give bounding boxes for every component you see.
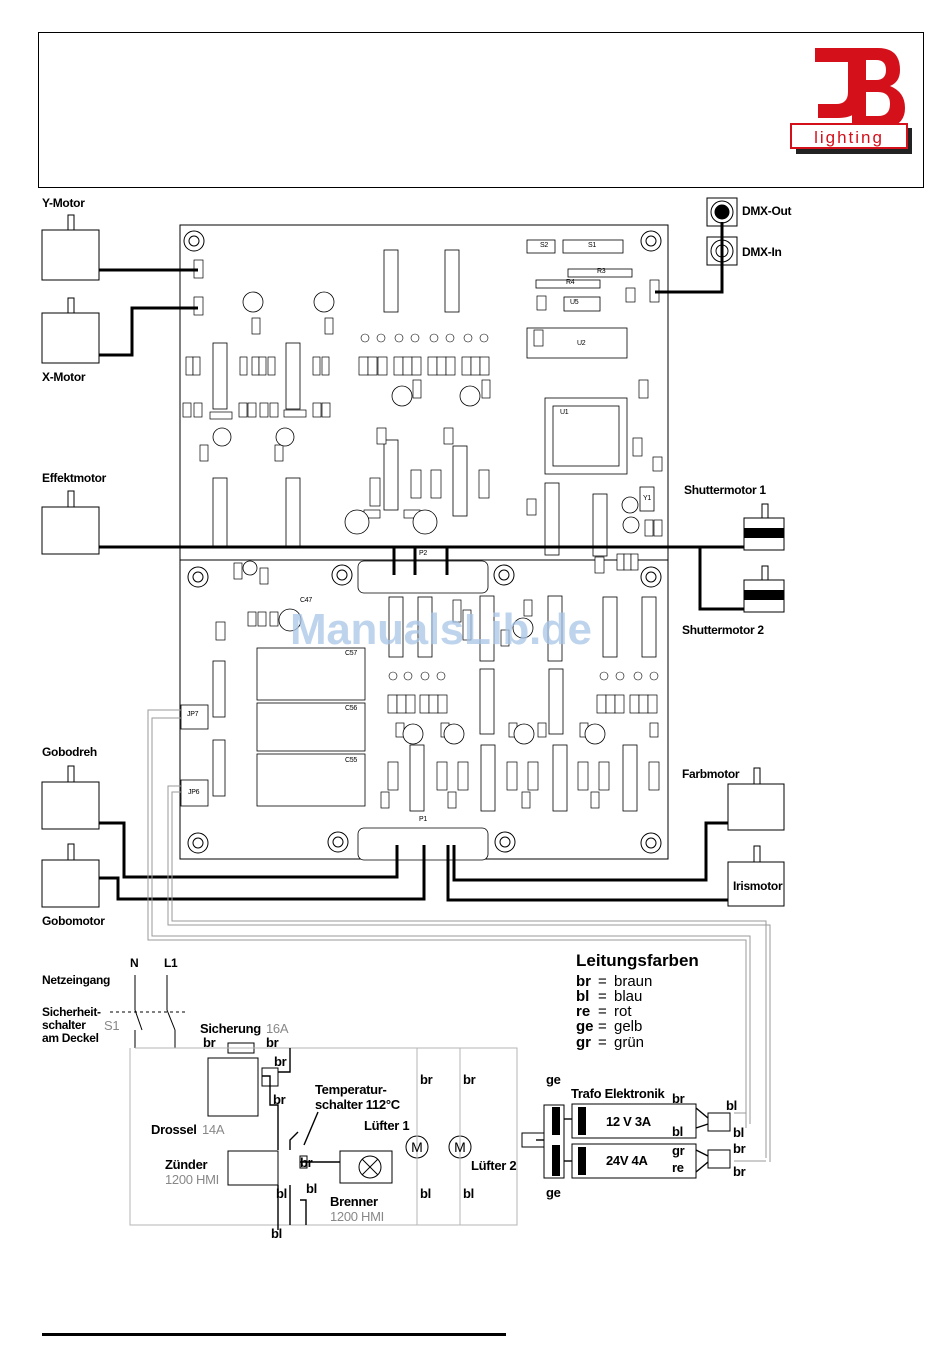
jp6-label: JP6 <box>188 789 200 796</box>
u1-label: U1 <box>560 409 569 416</box>
sicherheit-label-3: am Deckel <box>42 1031 99 1045</box>
u3-label: U5 <box>570 299 579 306</box>
l1-label: L1 <box>164 956 178 970</box>
wire-br-8: br <box>672 1091 685 1106</box>
footer-rule <box>42 1333 506 1336</box>
jb-logo <box>790 48 912 154</box>
sicherheit-label-1: Sicherheit- <box>42 1005 101 1019</box>
legend-row: br=braun <box>576 973 653 990</box>
netzeingang-label: Netzeingang <box>42 973 111 987</box>
wire-bl-5: bl <box>271 1226 282 1241</box>
brenner-value: 1200 HMI <box>330 1209 384 1224</box>
motor-wiring <box>99 222 744 902</box>
temperatur-label-2: schalter 112°C <box>315 1097 400 1112</box>
shuttermotor-2-label: Shuttermotor 2 <box>682 623 764 637</box>
p1-label: P1 <box>419 816 427 823</box>
wire-bl-8: bl <box>733 1125 744 1140</box>
c55-label: C55 <box>345 757 357 764</box>
wire-bl-4: bl <box>306 1181 317 1196</box>
small-components <box>182 259 663 809</box>
fan-symbols: M M <box>411 1139 466 1155</box>
c47-label: C47 <box>300 597 312 604</box>
dmx-out-label: DMX-Out <box>742 204 792 218</box>
svg-text:M: M <box>411 1139 423 1155</box>
sicherung-value: 16A <box>266 1021 289 1036</box>
r4-label: R4 <box>566 279 575 286</box>
power-wiring-grey <box>129 1047 518 1226</box>
power-wiring-black <box>262 1048 709 1230</box>
x-motor-label: X-Motor <box>42 370 86 384</box>
sicherheit-label-2: schalter <box>42 1018 86 1032</box>
brenner-label: Brenner <box>330 1194 378 1209</box>
wire-bl-7: bl <box>726 1098 737 1113</box>
n-label: N <box>130 956 139 970</box>
y-motor-label: Y-Motor <box>42 196 85 210</box>
grey-wiring <box>147 709 771 1162</box>
wire-br-10: br <box>733 1164 746 1179</box>
irismotor-label: Irismotor <box>733 879 783 893</box>
wire-br-1: br <box>203 1035 216 1050</box>
capacitors <box>212 291 640 745</box>
legend-row: re=rot <box>576 1003 632 1020</box>
drossel-value: 14A <box>202 1122 225 1137</box>
shuttermotor-1-label: Shuttermotor 1 <box>684 483 766 497</box>
wire-ge-2: ge <box>546 1185 561 1200</box>
luefter-2-label: Lüfter 2 <box>471 1158 517 1173</box>
s1-board-label: S1 <box>588 242 596 249</box>
logo-text: lighting <box>814 128 884 147</box>
title-block <box>38 32 924 188</box>
p2-label: P2 <box>419 550 427 557</box>
trafo-core <box>552 1107 586 1176</box>
output-12v-label: 12 V 3A <box>606 1114 651 1129</box>
u2-label: U2 <box>577 340 586 347</box>
luefter-1-label: Lüfter 1 <box>364 1118 410 1133</box>
sicherung-label: Sicherung <box>200 1021 261 1036</box>
gobodreh-label: Gobodreh <box>42 745 97 759</box>
output-24v-label: 24V 4A <box>606 1153 648 1168</box>
zuender-value: 1200 HMI <box>165 1172 219 1187</box>
watermark: ManualsLib.de <box>290 605 592 654</box>
trafo-label: Trafo Elektronik <box>571 1086 665 1101</box>
dmx-in-label: DMX-In <box>742 245 782 259</box>
wire-br-7: br <box>300 1155 313 1170</box>
legend-row: bl=blau <box>576 988 643 1005</box>
jp7-label: JP7 <box>187 711 199 718</box>
y1-label: Y1 <box>643 495 651 502</box>
wire-re-1: re <box>672 1160 684 1175</box>
s2-label: S2 <box>540 242 548 249</box>
wire-br-2: br <box>266 1035 279 1050</box>
farbmotor-label: Farbmotor <box>682 767 740 781</box>
wire-bl-2: bl <box>463 1186 474 1201</box>
wire-br-4: br <box>273 1092 286 1107</box>
temperatur-label-1: Temperatur- <box>315 1082 387 1097</box>
wire-br-3: br <box>274 1054 287 1069</box>
wire-gr-1: gr <box>672 1143 685 1158</box>
r3-label: R3 <box>597 268 606 275</box>
shutter-motor-bands <box>744 528 784 600</box>
legend-title: Leitungsfarben <box>576 951 699 970</box>
brenner-lamp <box>361 1158 379 1176</box>
c57-label: C57 <box>345 650 357 657</box>
wire-ge-1: ge <box>546 1072 561 1087</box>
transistors <box>360 333 659 681</box>
drossel-label: Drossel <box>151 1122 197 1137</box>
mounting-holes <box>183 230 662 854</box>
wire-bl-1: bl <box>420 1186 431 1201</box>
zuender-label: Zünder <box>165 1157 208 1172</box>
ic-chips <box>180 239 657 861</box>
s1-switch-label: S1 <box>104 1018 120 1033</box>
wire-bl-6: bl <box>672 1124 683 1139</box>
gobomotor-label: Gobomotor <box>42 914 105 928</box>
legend-row: gr=grün <box>576 1034 645 1051</box>
wire-br-5: br <box>420 1072 433 1087</box>
svg-text:M: M <box>454 1139 466 1155</box>
effektmotor-label: Effektmotor <box>42 471 107 485</box>
legend-row: ge=gelb <box>576 1018 643 1035</box>
wire-br-6: br <box>463 1072 476 1087</box>
c56-label: C56 <box>345 705 357 712</box>
wire-br-9: br <box>733 1141 746 1156</box>
wire-bl-3: bl <box>276 1186 287 1201</box>
